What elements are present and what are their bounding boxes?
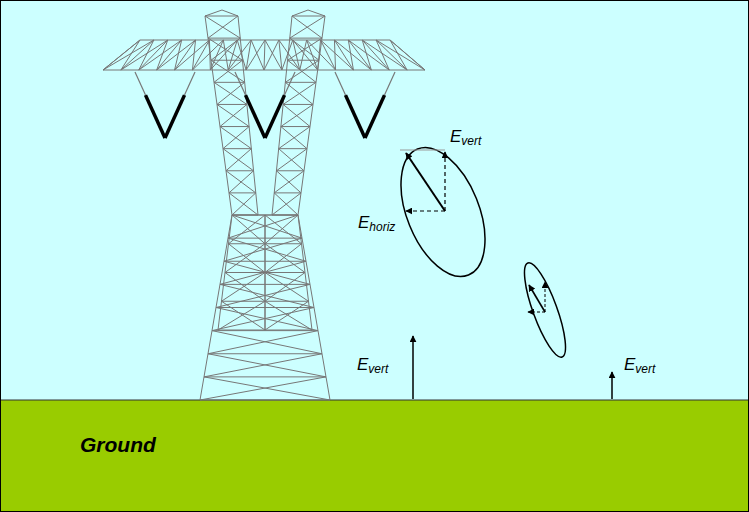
field-label: Ehoriz: [358, 214, 395, 234]
field-ellipse-large: [384, 135, 502, 288]
insulator-strings: [135, 72, 395, 138]
field-arrow: [611, 372, 613, 399]
transmission-tower: [103, 10, 425, 400]
field-label: Evert: [450, 128, 481, 148]
field-label: Evert: [624, 356, 655, 376]
field-ellipse-small: [517, 259, 574, 361]
field-label: Evert: [357, 356, 388, 376]
sky: [0, 0, 749, 400]
field-arrow: [412, 336, 414, 399]
region-label: Ground: [80, 433, 156, 456]
ground-line: [0, 400, 749, 401]
ground-band: [0, 400, 749, 512]
